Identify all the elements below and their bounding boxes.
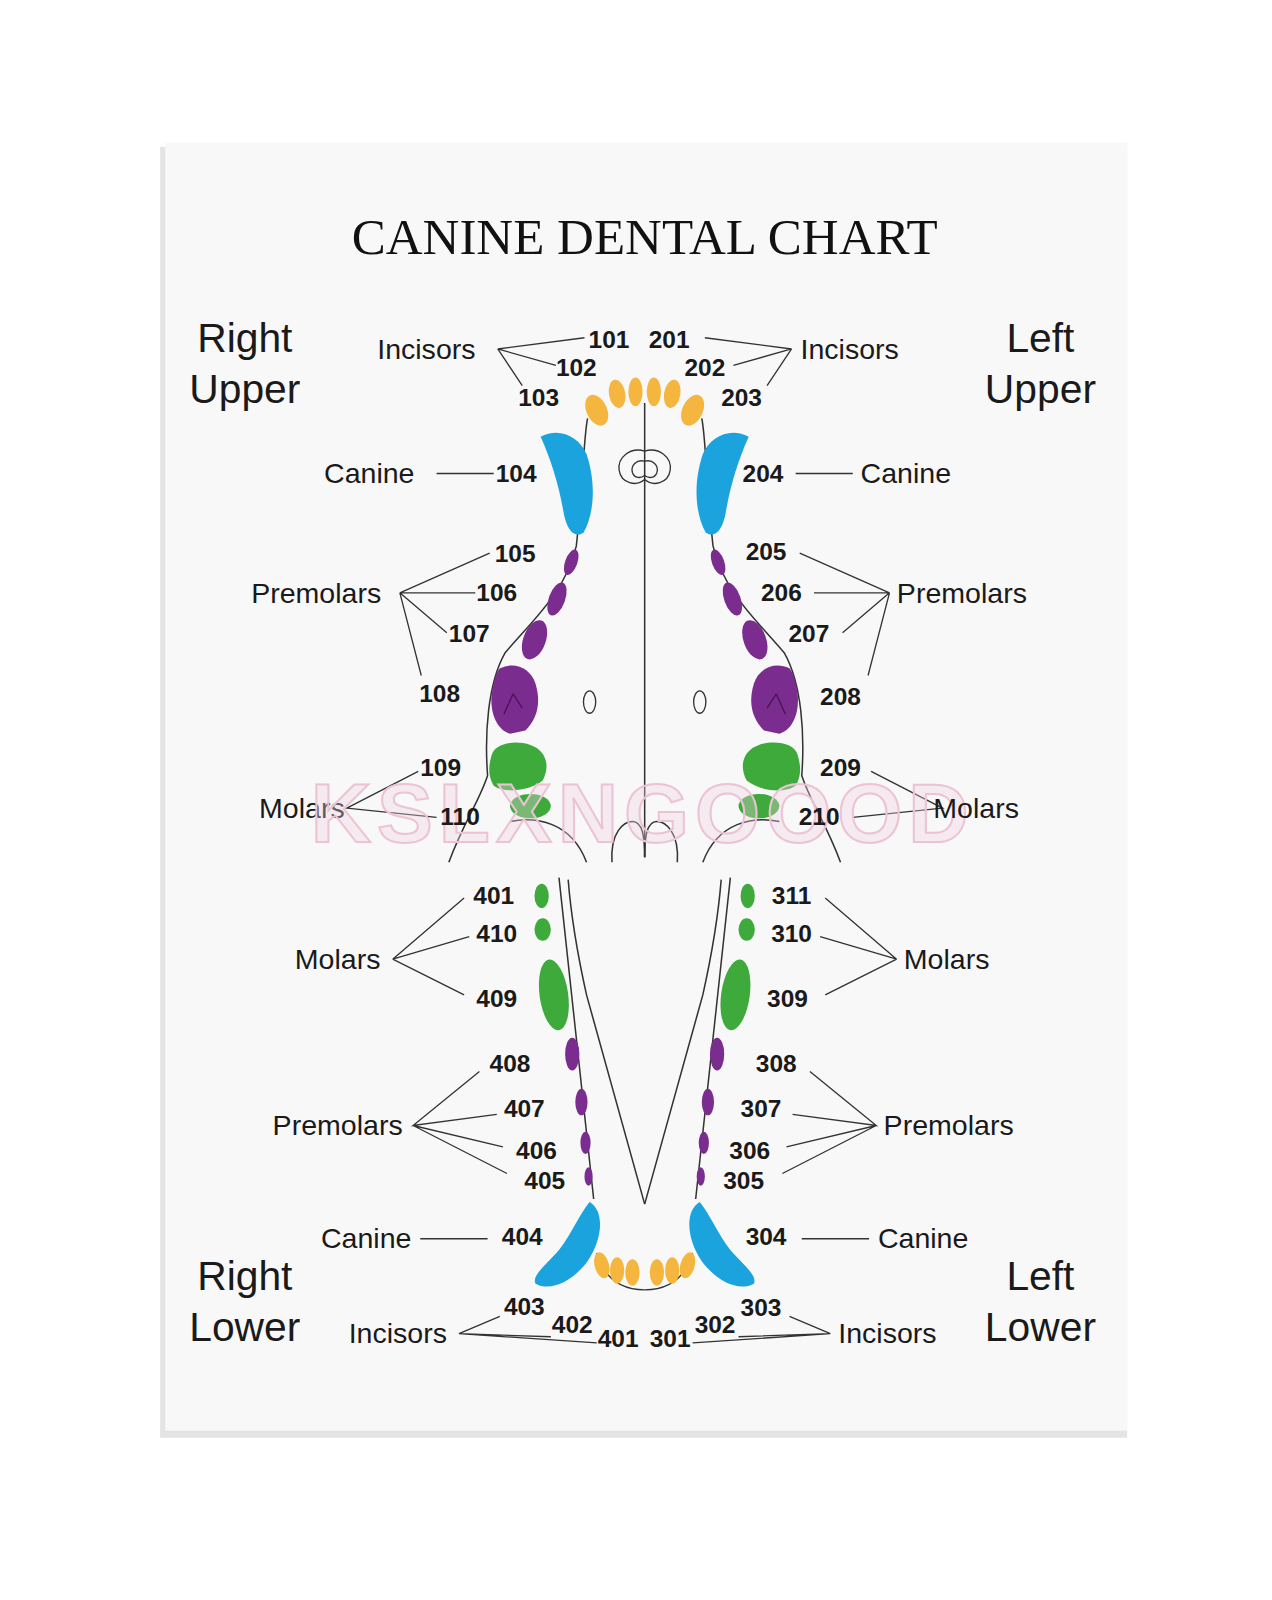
tooth-number: 410: [476, 920, 517, 948]
tooth-number: 105: [495, 540, 536, 568]
tooth-number: 302: [695, 1311, 736, 1339]
watermark: KSLXNGOOOD: [311, 764, 975, 861]
tooth-type-label: Incisors: [838, 1317, 936, 1350]
quadrant-label: Right Lower: [173, 1251, 316, 1353]
tooth-type-label: Premolars: [897, 576, 1027, 609]
tooth-type-label: Canine: [878, 1222, 968, 1255]
tooth-number: 409: [476, 985, 517, 1013]
tooth-number: 308: [756, 1050, 797, 1078]
tooth-number: 309: [767, 985, 808, 1013]
card: [165, 143, 1127, 1431]
tooth-number: 305: [723, 1167, 764, 1195]
tooth-type-label: Premolars: [251, 576, 381, 609]
tooth-number: 306: [729, 1137, 770, 1165]
tooth-number: 311: [772, 882, 811, 910]
tooth-type-label: Molars: [295, 942, 381, 975]
tooth-number: 102: [556, 354, 597, 382]
tooth-number: 202: [684, 354, 725, 382]
chart-title: CANINE DENTAL CHART: [352, 208, 938, 266]
tooth-number: 403: [504, 1293, 545, 1321]
tooth-number: 307: [741, 1095, 782, 1123]
tooth-number: 404: [502, 1223, 543, 1251]
tooth-number: 408: [490, 1050, 531, 1078]
quadrant-label: Left Lower: [969, 1251, 1112, 1353]
tooth-number: 201: [649, 326, 690, 354]
quadrant-label: Right Upper: [173, 313, 316, 415]
tooth-number: 304: [746, 1223, 787, 1251]
tooth-number: 301: [650, 1325, 691, 1353]
tooth-number: 204: [743, 460, 784, 488]
quadrant-label: Left Upper: [969, 313, 1112, 415]
tooth-number: 108: [419, 680, 460, 708]
tooth-number: 208: [820, 683, 861, 711]
tooth-type-label: Incisors: [801, 332, 899, 365]
tooth-number: 107: [449, 620, 490, 648]
tooth-number: 207: [788, 620, 829, 648]
tooth-type-label: Incisors: [349, 1317, 447, 1350]
tooth-number: 401: [473, 882, 514, 910]
lower-left-teeth: [645, 878, 897, 1343]
tooth-type-label: Canine: [324, 457, 414, 490]
tooth-number: 406: [516, 1137, 557, 1165]
tooth-number: 210: [799, 803, 840, 831]
tooth-number: 104: [496, 460, 537, 488]
tooth-type-label: Premolars: [884, 1109, 1014, 1142]
tooth-type-label: Canine: [861, 457, 951, 490]
lower-right-teeth: [393, 878, 645, 1343]
tooth-number: 407: [504, 1095, 545, 1123]
tooth-number: 310: [771, 920, 812, 948]
tooth-number: 206: [761, 579, 802, 607]
tooth-number: 101: [589, 326, 630, 354]
tooth-number: 203: [721, 384, 762, 412]
tooth-number: 405: [524, 1167, 565, 1195]
tooth-type-label: Molars: [933, 791, 1019, 824]
tooth-number: 401: [598, 1325, 639, 1353]
tooth-number: 103: [518, 384, 559, 412]
tooth-type-label: Premolars: [273, 1109, 403, 1142]
tooth-type-label: Molars: [904, 942, 990, 975]
tooth-number: 205: [746, 538, 787, 566]
tooth-type-label: Incisors: [377, 332, 475, 365]
tooth-number: 110: [440, 803, 479, 831]
tooth-number: 106: [476, 579, 517, 607]
tooth-number: 303: [741, 1294, 782, 1322]
tooth-type-label: Canine: [321, 1222, 411, 1255]
tooth-number: 402: [552, 1311, 593, 1339]
